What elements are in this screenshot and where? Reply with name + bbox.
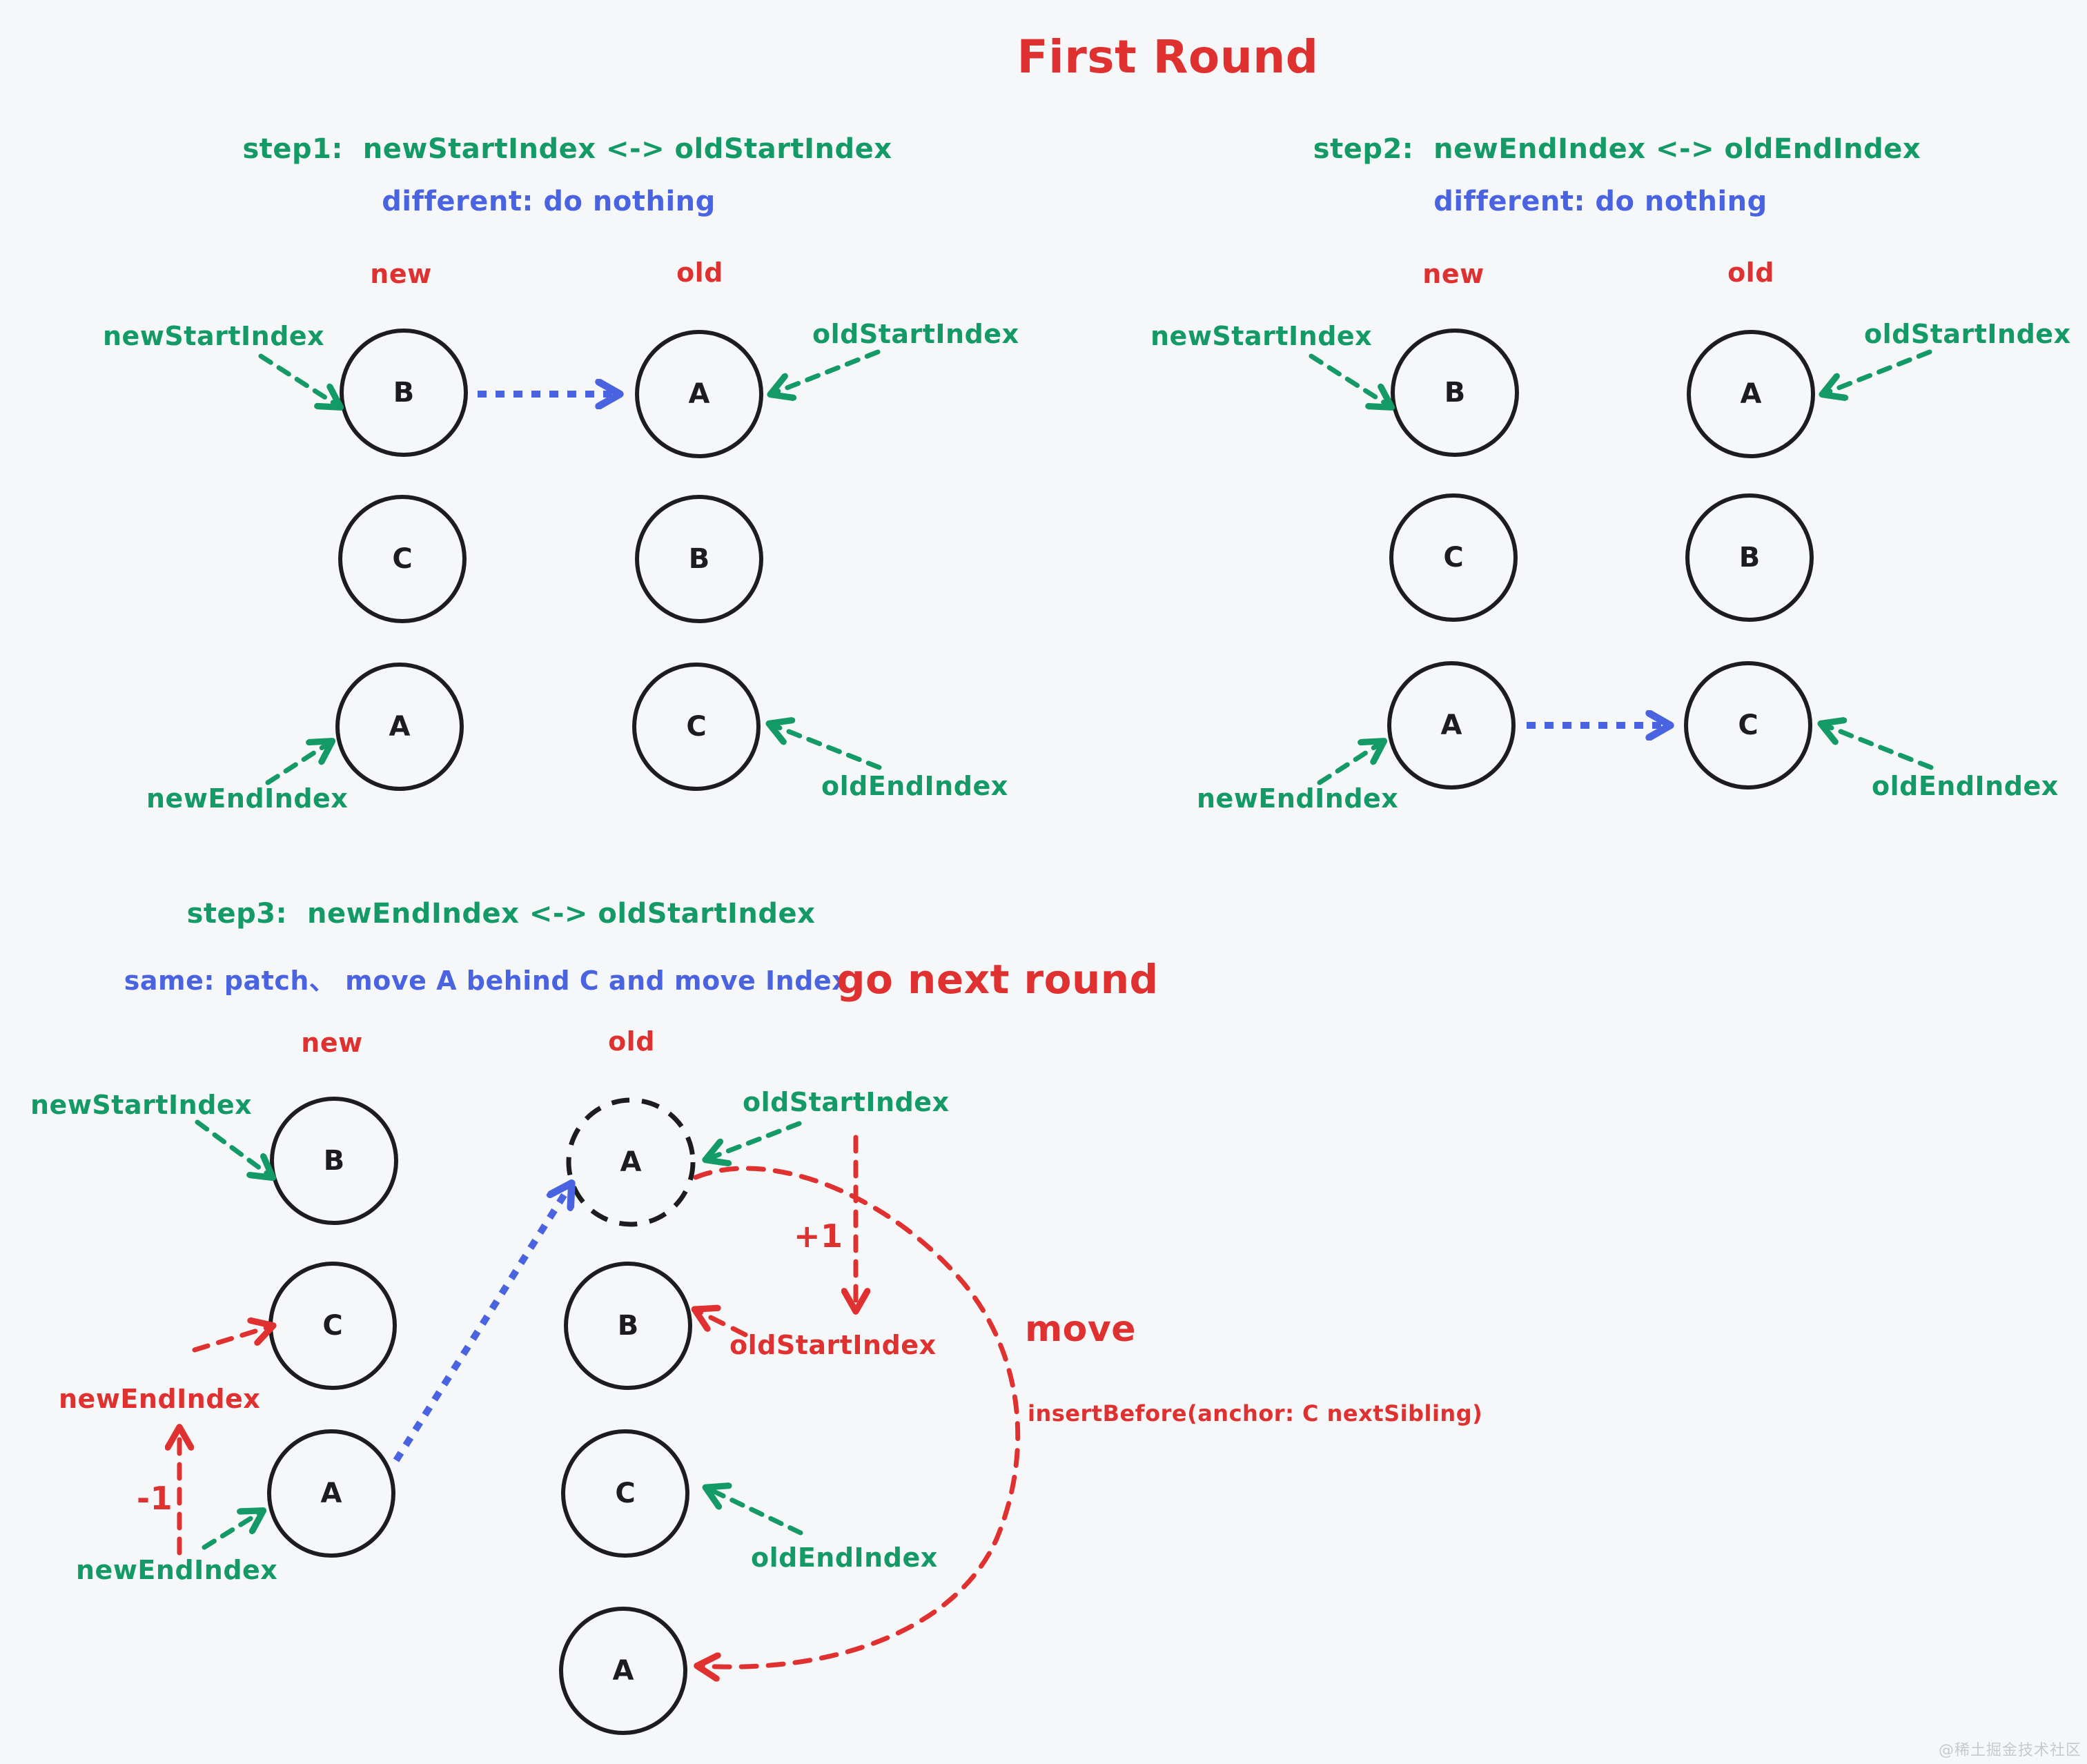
step1-old-start-pointer: oldStartIndex xyxy=(812,319,1019,349)
arrow-step3-old-start-green xyxy=(708,1121,802,1159)
node-letter: A xyxy=(688,378,710,410)
step2-new-start-pointer: newStartIndex xyxy=(1150,321,1373,351)
step2-new-node-a: A xyxy=(1387,661,1516,790)
step2-header: step2: newEndIndex <-> oldEndIndex xyxy=(1313,133,1921,165)
node-letter: C xyxy=(392,543,413,575)
step3-new-node-a: A xyxy=(267,1429,395,1558)
node-letter: B xyxy=(617,1310,639,1342)
arrow-step1-old-end xyxy=(772,725,882,770)
step3-header: step3: newEndIndex <-> oldStartIndex xyxy=(186,898,816,930)
step3-plus-one-label: +1 xyxy=(794,1217,843,1255)
step2-old-node-c: C xyxy=(1684,661,1812,790)
step1-old-column-label: old xyxy=(676,257,723,288)
node-letter: C xyxy=(686,711,707,743)
step2-condition: different: do nothing xyxy=(1433,186,1767,217)
step2-new-column-label: new xyxy=(1422,259,1485,289)
step1-new-start-pointer: newStartIndex xyxy=(103,321,325,351)
step1-header: step1: newStartIndex <-> oldStartIndex xyxy=(242,133,892,165)
node-letter: B xyxy=(1738,542,1761,574)
step1-new-end-pointer: newEndIndex xyxy=(146,783,349,814)
node-letter: B xyxy=(393,377,415,409)
page-title: First Round xyxy=(1017,30,1319,84)
arrow-step3-compare-a-to-a xyxy=(393,1186,570,1462)
step3-move-label: move xyxy=(1025,1309,1137,1350)
step3-go-next-round: go next round xyxy=(836,956,1159,1003)
arrow-step2-new-end xyxy=(1317,743,1382,785)
step1-new-node-b: B xyxy=(340,329,468,457)
step3-minus-one-label: -1 xyxy=(137,1480,173,1517)
node-letter: C xyxy=(1738,709,1758,741)
step2-old-node-b: B xyxy=(1685,493,1814,622)
node-letter: A xyxy=(620,1146,642,1178)
step3-new-start-pointer: newStartIndex xyxy=(30,1090,253,1120)
arrow-step3-old-end xyxy=(708,1489,803,1536)
node-letter: A xyxy=(320,1478,342,1509)
node-letter: A xyxy=(389,711,411,743)
node-letter: C xyxy=(615,1478,636,1509)
node-letter: C xyxy=(1443,542,1464,574)
node-letter: C xyxy=(322,1310,343,1342)
arrow-step2-old-end xyxy=(1823,725,1934,770)
step3-new-end-pointer-red: newEndIndex xyxy=(59,1384,261,1414)
arrow-step3-new-end-green xyxy=(202,1512,261,1550)
step3-condition: same: patch、 move A behind C and move In… xyxy=(124,966,850,996)
arrow-step2-new-start xyxy=(1309,353,1389,406)
arrow-step3-move-curve xyxy=(693,1166,1021,1667)
step2-old-column-label: old xyxy=(1727,257,1774,288)
step2-new-node-c: C xyxy=(1389,493,1518,622)
watermark: @稀土掘金技术社区 xyxy=(1938,1742,2081,1759)
node-letter: B xyxy=(688,543,710,575)
arrow-step3-new-end-red xyxy=(192,1326,271,1353)
arrow-step1-new-end xyxy=(265,743,330,785)
node-letter: B xyxy=(1444,377,1466,409)
step3-old-node-a-moved: A xyxy=(559,1607,687,1735)
step2-old-node-a: A xyxy=(1687,330,1815,458)
step3-new-node-b: B xyxy=(270,1097,398,1225)
step3-old-start-pointer-red: oldStartIndex xyxy=(729,1330,937,1360)
node-letter: A xyxy=(1440,709,1462,741)
step3-new-node-c: C xyxy=(268,1262,397,1390)
node-letter: A xyxy=(1740,378,1762,410)
arrow-step1-old-start xyxy=(773,349,881,393)
step3-new-column-label: new xyxy=(301,1028,363,1058)
step2-old-start-pointer: oldStartIndex xyxy=(1864,319,2071,349)
arrow-step2-old-start xyxy=(1825,349,1932,393)
step1-condition: different: do nothing xyxy=(382,186,716,217)
step3-insert-before-label: insertBefore(anchor: C nextSibling) xyxy=(1028,1400,1483,1427)
step2-old-end-pointer: oldEndIndex xyxy=(1872,771,2059,801)
step1-new-node-c: C xyxy=(338,495,467,623)
step2-new-end-pointer: newEndIndex xyxy=(1197,783,1399,814)
arrow-step3-new-start xyxy=(195,1119,271,1176)
step3-old-start-pointer-green: oldStartIndex xyxy=(743,1087,950,1117)
step3-old-node-a-dashed: A xyxy=(567,1098,695,1226)
node-letter: A xyxy=(612,1655,634,1687)
step1-new-column-label: new xyxy=(370,259,432,289)
step3-old-node-b: B xyxy=(564,1262,692,1390)
step1-old-end-pointer: oldEndIndex xyxy=(821,771,1008,801)
arrow-step1-new-start xyxy=(258,353,338,406)
step1-old-node-a: A xyxy=(635,330,763,458)
step3-old-node-c: C xyxy=(561,1429,689,1558)
step1-old-node-c: C xyxy=(632,663,761,791)
step1-new-node-a: A xyxy=(335,663,464,791)
step1-old-node-b: B xyxy=(635,495,763,623)
step2-new-node-b: B xyxy=(1391,329,1519,457)
step3-new-end-pointer-green: newEndIndex xyxy=(76,1555,278,1585)
step3-old-end-pointer: oldEndIndex xyxy=(751,1542,938,1573)
step3-old-column-label: old xyxy=(608,1026,655,1057)
node-letter: B xyxy=(323,1145,345,1177)
